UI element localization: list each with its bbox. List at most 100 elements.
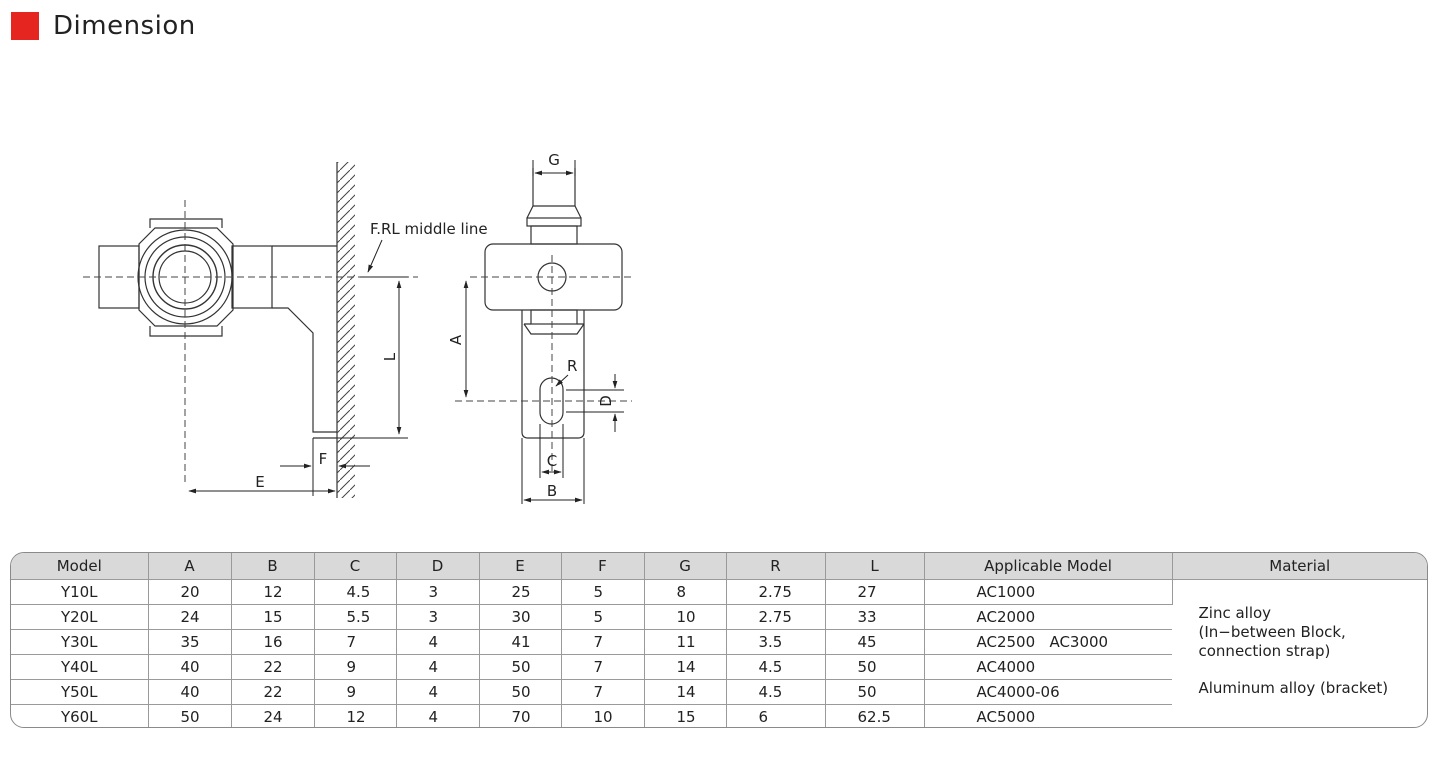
dim-label-E: E (255, 473, 264, 491)
cell-e: 50 (479, 679, 562, 705)
col-header-b: B (231, 553, 315, 580)
cell-c: 9 (314, 679, 397, 705)
material-zinc-line3: connection strap) (1198, 642, 1331, 660)
material-zinc-line1: Zinc alloy (1198, 604, 1272, 622)
col-header-material: Material (1172, 553, 1427, 580)
col-header-c: C (314, 553, 397, 580)
cell-e: 25 (479, 579, 562, 605)
cell-d: 3 (396, 604, 480, 630)
cell-b: 12 (231, 579, 315, 605)
dimension-table-frame: Model A B C D E F G R L Applicable Model… (10, 552, 1428, 728)
front-centerlines (83, 200, 418, 485)
red-square-marker (11, 12, 39, 40)
col-header-e: E (479, 553, 562, 580)
top-collar (526, 205, 582, 219)
cell-r: 2.75 (726, 604, 826, 630)
cell-l: 27 (825, 579, 925, 605)
table-row: Y40L 40 22 9 4 50 7 14 4.5 50 AC4000 (11, 654, 1427, 680)
dim-label-L: L (381, 352, 399, 361)
cell-g: 15 (644, 704, 727, 727)
cell-g: 14 (644, 679, 727, 705)
cell-applicable-model: AC2500 AC3000 (924, 629, 1172, 655)
material-zinc-line2: (In−between Block, (1198, 623, 1346, 641)
cell-applicable-model: AC4000 (924, 654, 1172, 680)
section-title: Dimension (53, 11, 196, 41)
bottom-collar (523, 323, 585, 335)
dim-label-D: D (597, 395, 615, 407)
cell-c: 12 (314, 704, 397, 727)
material-cell: Zinc alloy (In−between Block, connection… (1172, 580, 1427, 728)
col-header-l: L (825, 553, 925, 580)
cell-g: 8 (644, 579, 727, 605)
table-row: Y60L 50 24 12 4 70 10 15 6 62.5 AC5000 (11, 704, 1427, 727)
cell-a: 40 (148, 654, 232, 680)
middle-line-label: F.RL middle line (370, 220, 488, 238)
cell-model: Y40L (11, 654, 149, 680)
cell-model: Y30L (11, 629, 149, 655)
table-row: Y10L 20 12 4.5 3 25 5 8 2.75 27 AC1000 Z… (11, 579, 1427, 697)
dim-label-R: R (567, 357, 577, 375)
dim-label-F: F (319, 450, 328, 468)
dimension-D (566, 374, 624, 432)
cell-d: 4 (396, 629, 480, 655)
cell-l: 33 (825, 604, 925, 630)
cell-b: 24 (231, 704, 315, 727)
table-header-row: Model A B C D E F G R L Applicable Model… (11, 553, 1427, 580)
cell-applicable-model: AC1000 (924, 579, 1173, 605)
cell-d: 4 (396, 704, 480, 727)
dim-label-A: A (447, 334, 465, 345)
table-row: Y30L 35 16 7 4 41 7 11 3.5 45 AC2500 AC3… (11, 629, 1427, 655)
cell-d: 3 (396, 579, 480, 605)
cell-c: 7 (314, 629, 397, 655)
cell-a: 40 (148, 679, 232, 705)
section-header: Dimension (11, 10, 196, 42)
cell-applicable-model: AC5000 (976, 708, 1036, 726)
cell-a: 35 (148, 629, 232, 655)
cell-g: 14 (644, 654, 727, 680)
cell-f: 7 (561, 629, 645, 655)
cell-b: 22 (231, 654, 315, 680)
cell-r: 2.75 (726, 579, 826, 605)
front-view (98, 162, 355, 498)
col-header-r: R (726, 553, 826, 580)
cell-a: 20 (148, 579, 232, 605)
cell-f: 5 (561, 604, 645, 630)
col-header-g: G (644, 553, 727, 580)
cell-b: 16 (231, 629, 315, 655)
cell-f: 5 (561, 579, 645, 605)
bottom-flange (149, 326, 223, 337)
cell-l: 50 (825, 654, 925, 680)
cell-c: 4.5 (314, 579, 397, 605)
dimension-B (521, 438, 585, 504)
dim-label-C: C (547, 452, 557, 470)
cell-a: 24 (148, 604, 232, 630)
cell-b: 15 (231, 604, 315, 630)
cell-e: 50 (479, 654, 562, 680)
table-row: Y50L 40 22 9 4 50 7 14 4.5 50 AC4000-06 (11, 679, 1427, 705)
cell-c: 5.5 (314, 604, 397, 630)
col-header-applicable-model: Applicable Model (924, 553, 1173, 580)
bracket-body (272, 307, 337, 433)
cell-g: 11 (644, 629, 727, 655)
cell-l: 62.5 (825, 704, 925, 727)
top-flange (149, 218, 223, 228)
cell-e: 30 (479, 604, 562, 630)
strap (521, 310, 585, 439)
cell-model: Y10L (11, 579, 149, 605)
cell-r: 3.5 (726, 629, 826, 655)
cell-e: 70 (479, 704, 562, 727)
col-header-model: Model (11, 553, 149, 580)
cell-l: 45 (825, 629, 925, 655)
cell-model: Y60L (11, 704, 149, 727)
side-centerlines (455, 255, 632, 475)
cell-model: Y50L (11, 679, 149, 705)
cell-r: 6 (726, 704, 826, 727)
col-header-a: A (148, 553, 232, 580)
cell-c: 9 (314, 654, 397, 680)
radius-leader (555, 374, 569, 387)
dim-label-B: B (547, 482, 557, 500)
dim-label-G: G (548, 151, 560, 169)
cell-g: 10 (644, 604, 727, 630)
cell-f: 10 (561, 704, 645, 727)
cell-d: 4 (396, 679, 480, 705)
